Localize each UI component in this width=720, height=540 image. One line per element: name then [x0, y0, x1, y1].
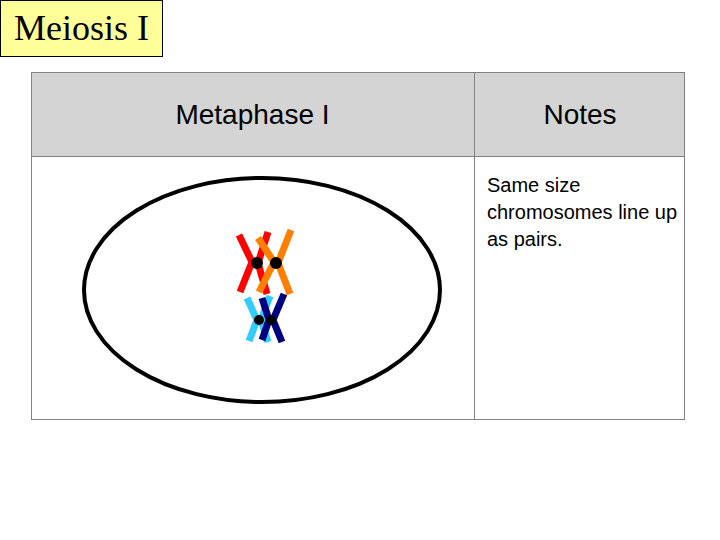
title-box: Meiosis I [0, 0, 163, 57]
centromere [251, 257, 263, 269]
centromere [254, 315, 264, 325]
table-header-ground [31, 72, 685, 157]
column-header: Metaphase I [31, 72, 474, 157]
title-text: Meiosis I [14, 8, 149, 49]
table-grid [32, 73, 685, 420]
chromatid [239, 235, 252, 292]
homologous-pair [239, 230, 291, 294]
homologous-pair [247, 294, 284, 342]
centromere [270, 257, 282, 269]
note-text: Same size chromosomes line up as pairs. [487, 172, 679, 253]
centromere [266, 315, 276, 325]
cell-membrane [84, 178, 440, 402]
column-header: Notes [475, 72, 685, 157]
table-body-ground [31, 157, 685, 420]
